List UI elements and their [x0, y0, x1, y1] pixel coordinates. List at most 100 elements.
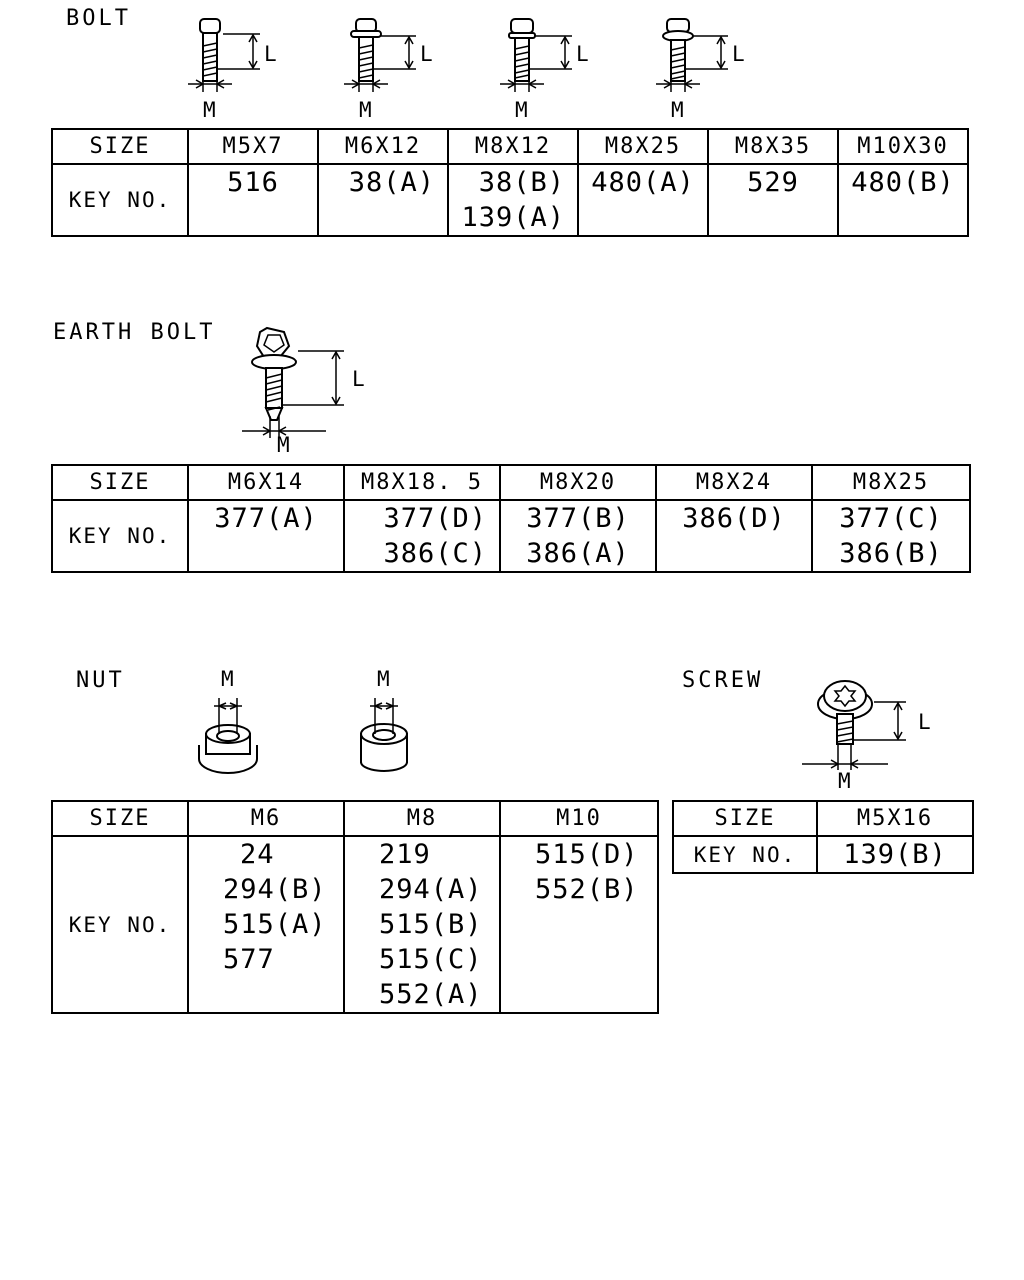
- key-cell: 386(D): [655, 499, 813, 573]
- key-cell: 24 294(B) 515(A) 577: [187, 835, 345, 1014]
- key-value: 516: [227, 167, 279, 198]
- size-header: SIZE: [51, 464, 189, 501]
- key-value: 480(A): [591, 167, 695, 198]
- bolt-section-label: BOLT: [66, 6, 131, 31]
- screw-dim-l: L: [918, 710, 931, 734]
- key-value: 377(C): [839, 503, 943, 534]
- nut-table: SIZE M6 M8 M10 KEY NO. 24 294(B) 515(A) …: [51, 800, 659, 1014]
- size-cell: M6X12: [317, 128, 449, 165]
- earth-bolt-dim-m: M: [277, 433, 290, 457]
- key-cell: 515(D) 552(B): [499, 835, 659, 1014]
- key-value: 552(B): [535, 874, 639, 905]
- key-value: 386(D): [682, 503, 786, 534]
- earth-bolt-section-label: EARTH BOLT: [53, 320, 216, 345]
- screw-icon: L M: [802, 680, 931, 793]
- size-cell: M8X35: [707, 128, 839, 165]
- screw-section-label: SCREW: [682, 668, 764, 693]
- key-header: KEY NO.: [51, 163, 189, 237]
- key-value: 577: [223, 944, 275, 975]
- bolt-dim-l: L: [264, 42, 277, 66]
- key-value: 139(A): [461, 202, 565, 233]
- bolt-dim-m: M: [671, 98, 684, 122]
- size-cell: M8X20: [499, 464, 657, 501]
- earth-bolt-dim-l: L: [352, 367, 365, 391]
- bolt-dim-m: M: [203, 98, 216, 122]
- key-value: 386(B): [839, 538, 943, 569]
- earth-bolt-size-row: SIZE M6X14 M8X18. 5 M8X20 M8X24 M8X25: [51, 464, 971, 501]
- bolt-key-row: KEY NO. 516 38(A) 38(B) 139(A) 480(A) 529…: [51, 163, 969, 237]
- key-value: 529: [747, 167, 799, 198]
- key-cell: 377(A): [187, 499, 345, 573]
- key-cell: 139(B): [816, 835, 974, 874]
- bolt-dim-l: L: [420, 42, 433, 66]
- nut-key-row: KEY NO. 24 294(B) 515(A) 577 219 294(A) …: [51, 835, 659, 1014]
- hex-nut-icon: M: [360, 667, 408, 772]
- key-value: 38(A): [348, 167, 435, 198]
- size-header: SIZE: [51, 128, 189, 165]
- screw-table: SIZE M5X16 KEY NO. 139(B): [672, 800, 974, 874]
- size-cell: M8X12: [447, 128, 579, 165]
- screw-dim-m: M: [838, 769, 851, 793]
- nut-dim-m: M: [377, 667, 390, 691]
- bolt-icon-2: L M: [344, 18, 433, 122]
- bolt-icon-3: L M: [500, 18, 589, 122]
- screw-key-row: KEY NO. 139(B): [672, 835, 974, 874]
- key-cell: 529: [707, 163, 839, 237]
- key-value: 515(B): [379, 909, 483, 940]
- nut-section-label: NUT: [76, 668, 125, 693]
- bolt-dim-l: L: [576, 42, 589, 66]
- key-cell: 38(B) 139(A): [447, 163, 579, 237]
- key-cell: 516: [187, 163, 319, 237]
- key-header: KEY NO.: [672, 835, 818, 874]
- size-cell: M10X30: [837, 128, 969, 165]
- key-cell: 377(C) 386(B): [811, 499, 971, 573]
- size-cell: M5X7: [187, 128, 319, 165]
- screw-size-row: SIZE M5X16: [672, 800, 974, 837]
- key-value: 219: [379, 839, 431, 870]
- size-header: SIZE: [672, 800, 818, 837]
- size-cell: M8X24: [655, 464, 813, 501]
- key-cell: 219 294(A) 515(B) 515(C) 552(A): [343, 835, 501, 1014]
- key-value: 386(C): [383, 538, 487, 569]
- bolt-size-row: SIZE M5X7 M6X12 M8X12 M8X25 M8X35 M10X30: [51, 128, 969, 165]
- bolt-icon-4: L M: [656, 18, 745, 122]
- bolt-icon-1: L M: [188, 18, 277, 122]
- key-value: 377(B): [526, 503, 630, 534]
- earth-bolt-icon: L M: [242, 326, 365, 457]
- key-cell: 480(B): [837, 163, 969, 237]
- key-value: 480(B): [851, 167, 955, 198]
- key-value: 377(D): [383, 503, 487, 534]
- key-value: 515(A): [223, 909, 327, 940]
- bolt-table: SIZE M5X7 M6X12 M8X12 M8X25 M8X35 M10X30…: [51, 128, 969, 237]
- key-value: 24: [240, 839, 275, 870]
- key-value: 38(B): [478, 167, 565, 198]
- key-value: 294(B): [223, 874, 327, 905]
- key-cell: 480(A): [577, 163, 709, 237]
- size-cell: M10: [499, 800, 659, 837]
- key-value: 552(A): [379, 979, 483, 1010]
- earth-bolt-key-row: KEY NO. 377(A) 377(D) 386(C) 377(B) 386(A)…: [51, 499, 971, 573]
- size-cell: M8X18. 5: [343, 464, 501, 501]
- bolt-dim-l: L: [732, 42, 745, 66]
- flange-nut-icon: M: [198, 667, 258, 774]
- key-value: 377(A): [214, 503, 318, 534]
- size-cell: M8: [343, 800, 501, 837]
- nut-size-row: SIZE M6 M8 M10: [51, 800, 659, 837]
- size-cell: M6: [187, 800, 345, 837]
- size-cell: M8X25: [811, 464, 971, 501]
- key-header: KEY NO.: [51, 499, 189, 573]
- size-cell: M5X16: [816, 800, 974, 837]
- earth-bolt-table: SIZE M6X14 M8X18. 5 M8X20 M8X24 M8X25 KE…: [51, 464, 971, 573]
- key-value: 294(A): [379, 874, 483, 905]
- bolt-dim-m: M: [515, 98, 528, 122]
- key-cell: 377(B) 386(A): [499, 499, 657, 573]
- key-value: 515(C): [379, 944, 483, 975]
- size-cell: M8X25: [577, 128, 709, 165]
- key-header: KEY NO.: [51, 835, 189, 1014]
- key-value: 386(A): [526, 538, 630, 569]
- key-value: 515(D): [535, 839, 639, 870]
- size-header: SIZE: [51, 800, 189, 837]
- nut-dim-m: M: [221, 667, 234, 691]
- key-cell: 38(A): [317, 163, 449, 237]
- size-cell: M6X14: [187, 464, 345, 501]
